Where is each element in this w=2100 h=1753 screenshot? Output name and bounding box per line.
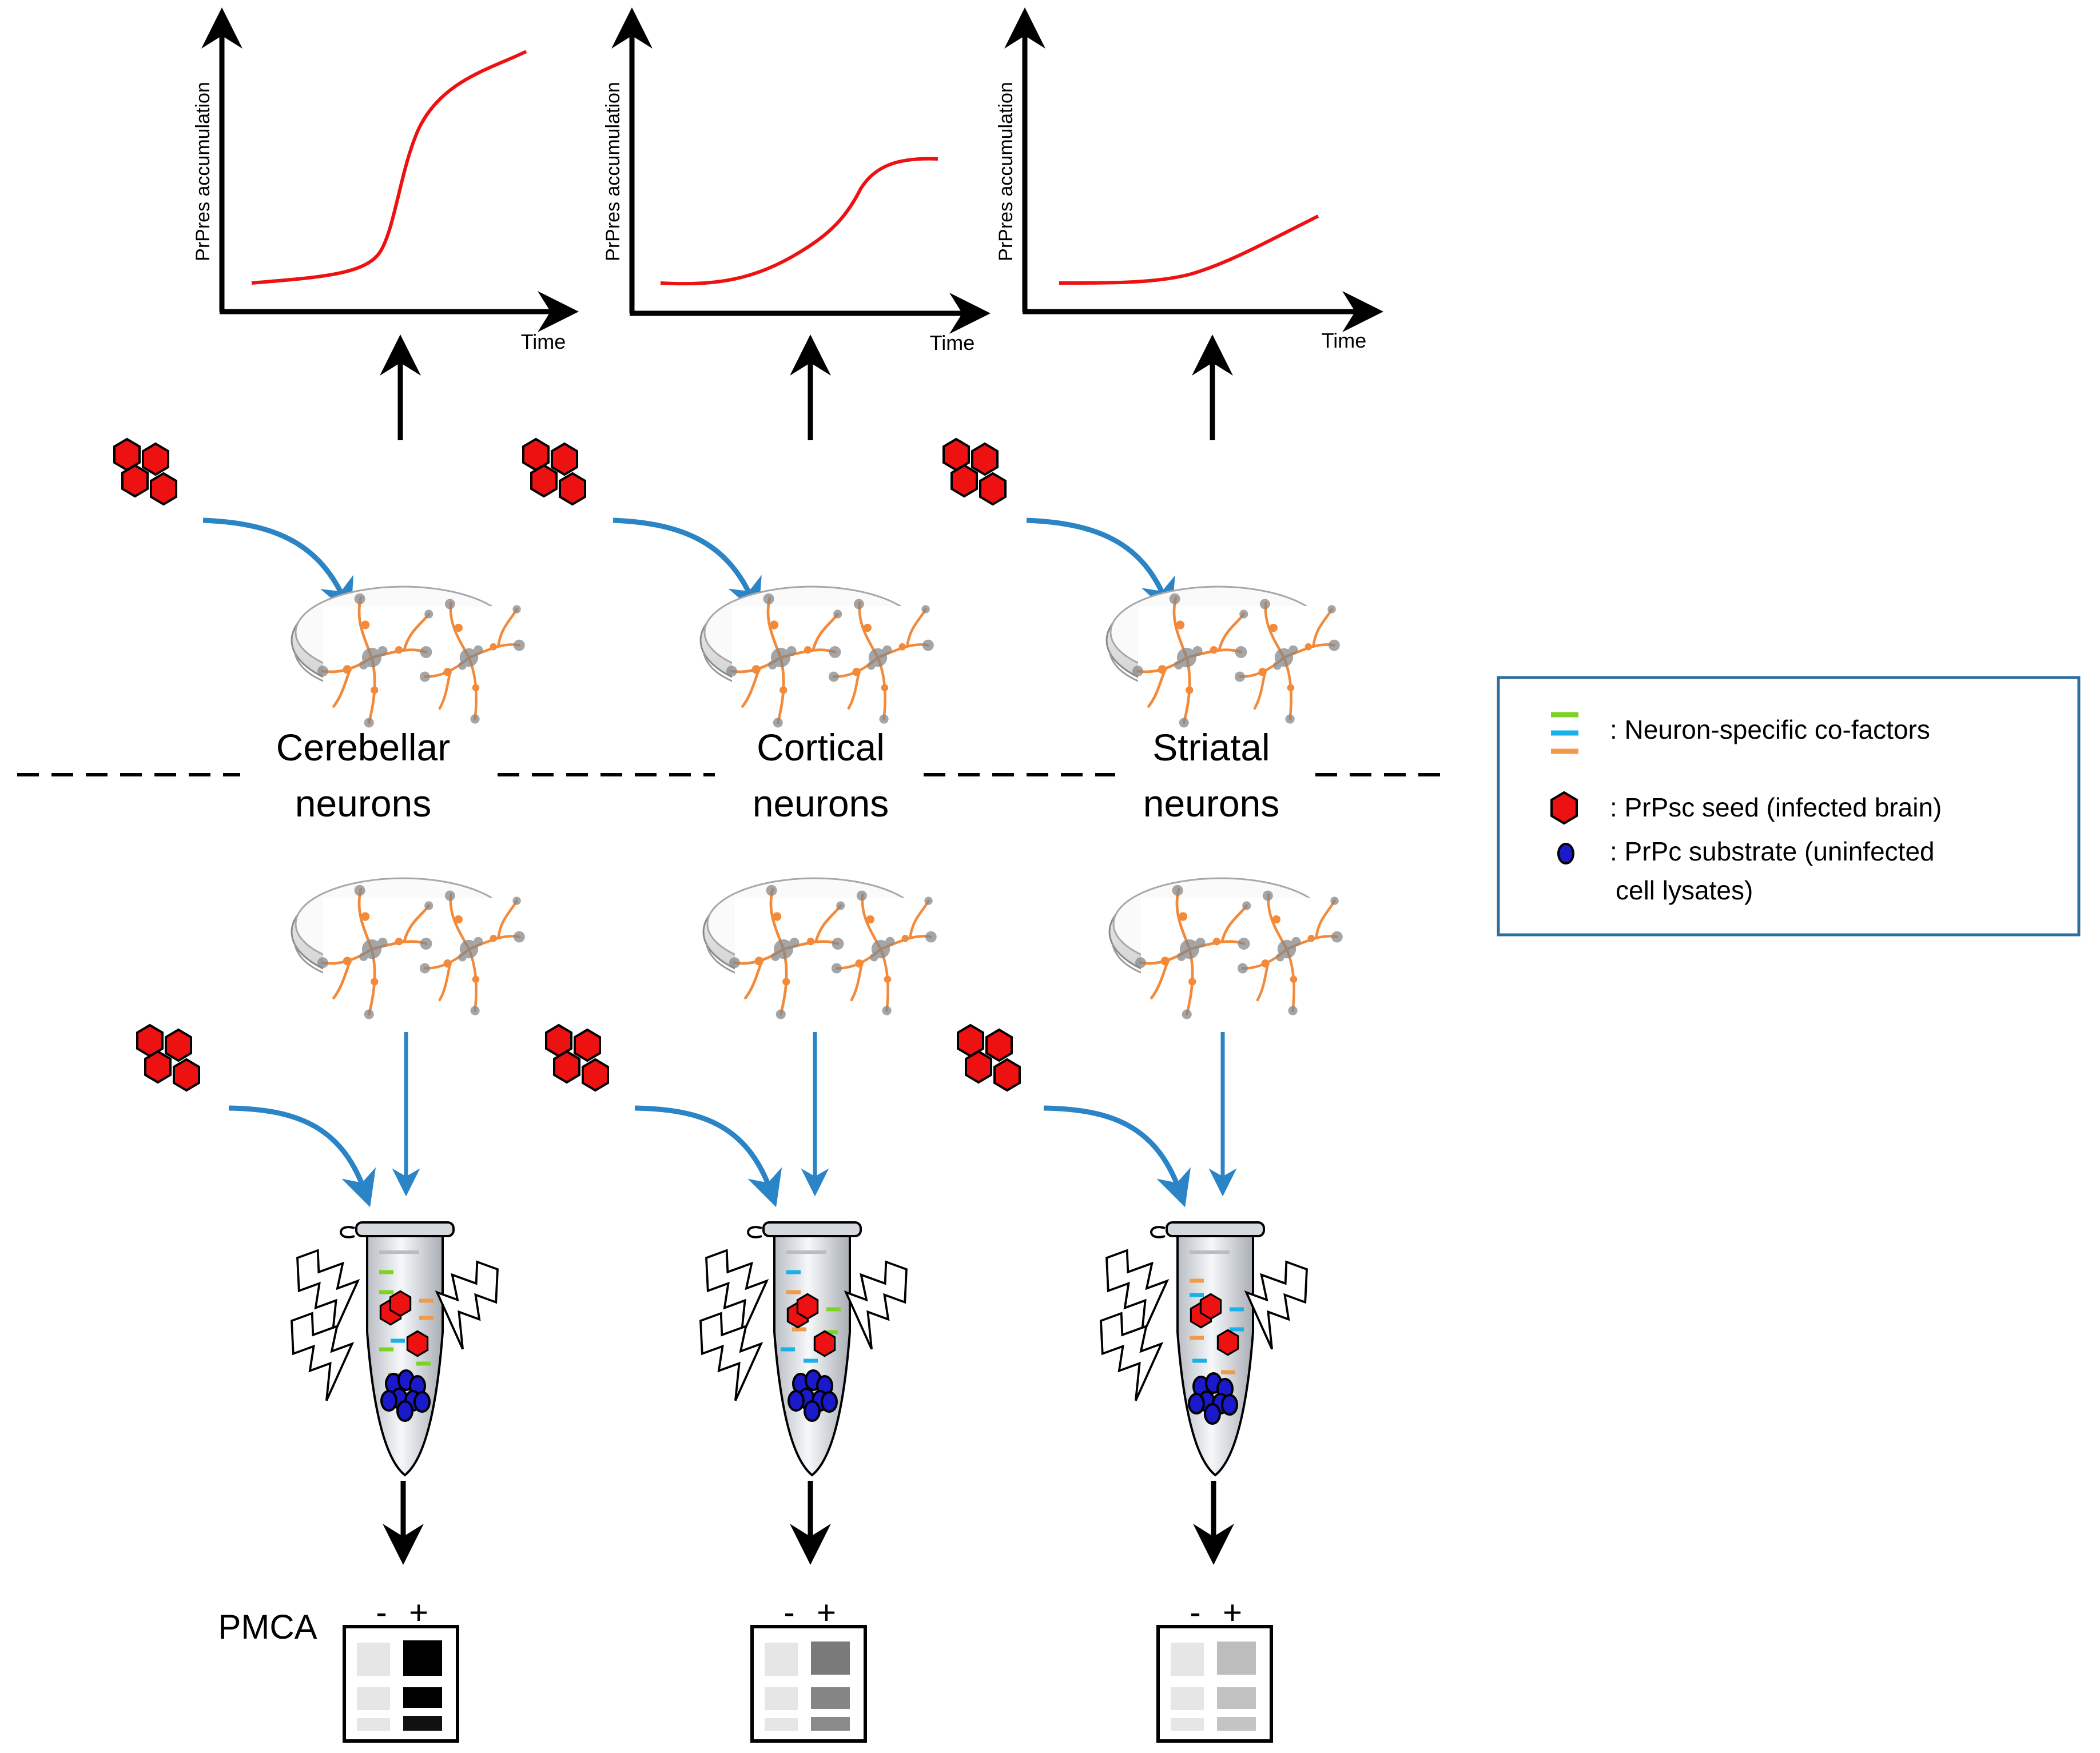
minus-label: -: [376, 1594, 387, 1631]
label-cortical: Cortical neurons: [753, 726, 889, 824]
legend-substrate-text: : PrPc substrate (uninfected: [1610, 836, 1935, 866]
tube-cerebellar: [341, 1222, 454, 1475]
label-striatal: Striatal neurons: [1143, 726, 1280, 824]
bottom-seeds-cortical: [546, 1025, 608, 1090]
dish-bottom-striatal: [1109, 878, 1354, 1022]
up-arrows: [380, 334, 1233, 440]
blot-striatal: - +: [1156, 1594, 1273, 1743]
minus-label: -: [1190, 1594, 1200, 1631]
x-axis-label: Time: [1322, 329, 1367, 352]
pmca-label: PMCA: [218, 1608, 317, 1646]
legend-seed-text: : PrPsc seed (infected brain): [1610, 792, 1942, 822]
minus-label: -: [783, 1594, 794, 1631]
legend-cofactor-text: : Neuron-specific co-factors: [1610, 715, 1930, 744]
x-axis-label: Time: [930, 331, 975, 354]
graph-cerebellar: PrPres accumulation Time: [192, 7, 579, 353]
svg-text:Striatal: Striatal: [1152, 726, 1270, 768]
dish-bottom-cortical: [703, 878, 948, 1022]
top-seeds-cortical: [523, 439, 585, 504]
label-cerebellar: Cerebellar neurons: [276, 726, 450, 824]
top-seeds-cerebellar: [114, 439, 176, 504]
y-axis-label: PrPres accumulation: [995, 82, 1017, 261]
svg-text:neurons: neurons: [753, 782, 889, 824]
legend-box: : Neuron-specific co-factors : PrPsc see…: [1497, 676, 2081, 937]
graph-striatal: PrPres accumulation Time: [995, 7, 1383, 352]
legend-substrate-text-2: cell lysates): [1616, 875, 1753, 905]
bottom-blue-arrows: [228, 1032, 1237, 1208]
svg-text:Cerebellar: Cerebellar: [276, 726, 450, 768]
y-axis-label: PrPres accumulation: [602, 82, 624, 261]
svg-text:neurons: neurons: [295, 782, 432, 824]
dish-top-cerebellar: [292, 587, 536, 730]
y-axis-label: PrPres accumulation: [192, 82, 214, 261]
graph-cortical: PrPres accumulation Time: [602, 7, 991, 354]
top-seeds-striatal: [944, 439, 1005, 504]
x-axis-label: Time: [521, 330, 566, 353]
down-arrows: [383, 1481, 1234, 1565]
tube-striatal: [1151, 1222, 1264, 1475]
blot-cerebellar: - +: [343, 1594, 459, 1743]
prpsc-seed-icon: [1550, 791, 1578, 824]
svg-text:Cortical: Cortical: [757, 726, 885, 768]
cofactor-bars-icon: [1551, 712, 1578, 754]
dish-top-striatal: [1107, 587, 1351, 730]
bottom-seeds-striatal: [958, 1025, 1020, 1090]
dish-bottom-cerebellar: [292, 878, 536, 1022]
tube-cortical: [748, 1222, 861, 1475]
blot-cortical: - +: [750, 1594, 867, 1743]
svg-text:neurons: neurons: [1143, 782, 1280, 824]
prpc-substrate-icon: [1557, 843, 1574, 864]
dish-top-cortical: [701, 587, 945, 730]
bottom-seeds-cerebellar: [137, 1025, 199, 1090]
top-blue-arrows: [202, 517, 1175, 616]
